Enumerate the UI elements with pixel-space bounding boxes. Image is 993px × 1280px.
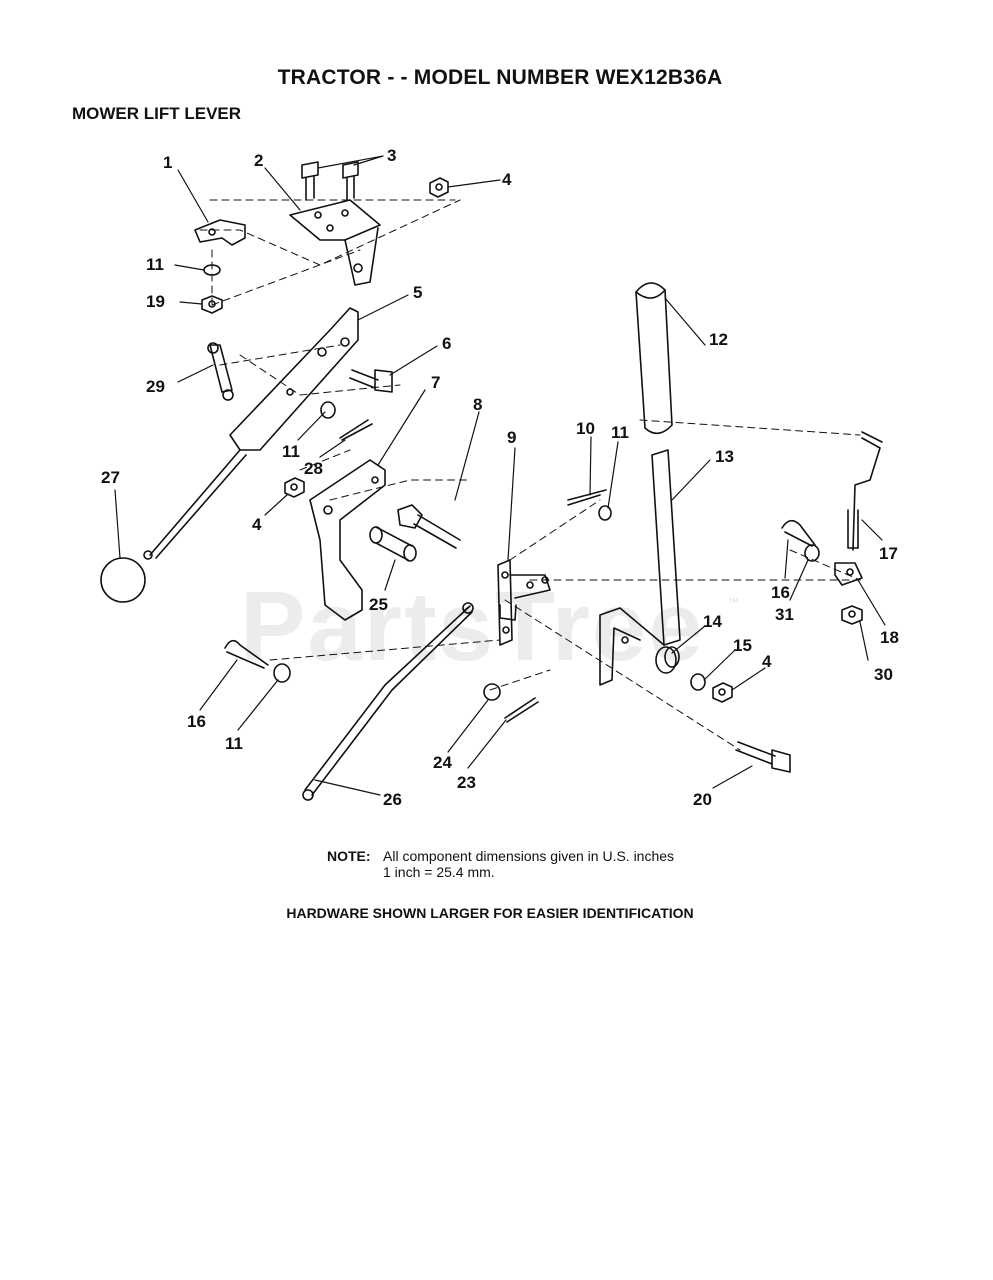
note-line-2: 1 inch = 25.4 mm. [383, 864, 495, 880]
part-27-knob [100, 557, 146, 603]
part-16-hairpin-lower [224, 639, 269, 669]
callout-label: 9 [507, 428, 516, 447]
hardware-note: HARDWARE SHOWN LARGER FOR EASIER IDENTIF… [286, 905, 694, 921]
callout-label: 20 [693, 790, 712, 809]
dimensions-note: NOTE: All component dimensions given in U… [327, 848, 674, 880]
part-6-bolt [349, 369, 393, 393]
page-title: TRACTOR - - MODEL NUMBER WEX12B36A [277, 66, 723, 89]
part-13-lever [599, 449, 681, 686]
part-14-bushing [655, 646, 680, 674]
part-3-bolts [301, 161, 359, 201]
part-7-plate [309, 459, 386, 621]
callout-label: 27 [101, 468, 120, 487]
callout-label: 17 [879, 544, 898, 563]
note-line-1: All component dimensions given in U.S. i… [383, 848, 675, 864]
callout-label: 15 [733, 636, 752, 655]
callout-label: 30 [874, 665, 893, 684]
callout-label: 26 [383, 790, 402, 809]
part-28-pin [339, 419, 373, 441]
callout-label: 4 [502, 170, 512, 189]
part-15-washer [690, 673, 706, 691]
part-8-bolt [397, 504, 461, 549]
part-11-washer-right [598, 505, 612, 521]
part-31-washer [804, 544, 820, 562]
part-18-ferrule [834, 562, 863, 586]
part-26-rod [302, 602, 474, 801]
assembly-dashed-lines [199, 199, 861, 751]
callout-label: 23 [457, 773, 476, 792]
callout-label: 11 [282, 442, 300, 461]
callout-label: 8 [473, 395, 482, 414]
watermark: PartsTree [240, 571, 705, 681]
exploded-parts-diagram: 1 2 3 4 11 19 5 29 6 12 7 8 10 11 9 13 2… [100, 146, 899, 809]
part-11-washer-lower [273, 663, 291, 683]
part-25-spacer [369, 526, 417, 562]
part-11-washer-mid [320, 401, 336, 419]
callout-label: 29 [146, 377, 165, 396]
callout-label: 1 [163, 153, 172, 172]
watermark-trademark: ™ [728, 597, 739, 609]
callout-label: 13 [715, 447, 734, 466]
callout-label: 18 [880, 628, 899, 647]
part-16-hairpin-upper [781, 519, 816, 547]
callout-label: 11 [225, 734, 243, 753]
callout-label: 24 [433, 753, 452, 772]
part-1-clip [194, 219, 246, 246]
callout-label: 5 [413, 283, 422, 302]
part-5-lift-arm [143, 307, 359, 560]
part-24-washer [483, 683, 501, 701]
callout-label: 12 [709, 330, 728, 349]
part-29-link [207, 342, 234, 401]
part-23-pin [504, 697, 539, 723]
part-12-grip [635, 282, 673, 435]
callout-label: 3 [387, 146, 396, 165]
callout-label: 4 [252, 515, 262, 534]
leader-lines [114, 155, 886, 796]
part-4-nut-right [712, 682, 733, 703]
callout-label: 2 [254, 151, 263, 170]
part-9-bracket [497, 559, 551, 646]
callout-label: 28 [304, 459, 323, 478]
callout-label: 10 [576, 419, 595, 438]
callout-label: 16 [187, 712, 206, 731]
part-30-nut [841, 605, 863, 625]
part-10-cotter-pin [567, 489, 607, 506]
part-4-nut-upper [429, 177, 449, 198]
note-label: NOTE: [327, 848, 371, 864]
callout-label: 4 [762, 652, 772, 671]
part-20-bolt [735, 741, 791, 773]
part-19-nut [201, 295, 223, 314]
part-2-bracket [289, 199, 381, 286]
part-17-rod [847, 431, 883, 551]
callout-label: 7 [431, 373, 440, 392]
callout-label: 11 [146, 255, 164, 274]
callout-label: 25 [369, 595, 388, 614]
callout-label: 19 [146, 292, 165, 311]
callout-label: 11 [611, 423, 629, 442]
section-title: MOWER LIFT LEVER [72, 104, 242, 123]
callout-label: 31 [775, 605, 794, 624]
callout-label: 16 [771, 583, 790, 602]
callout-label: 14 [703, 612, 722, 631]
callout-label: 6 [442, 334, 451, 353]
part-4-nut-mid [284, 477, 305, 498]
callout-labels: 1 2 3 4 11 19 5 29 6 12 7 8 10 11 9 13 2… [101, 146, 899, 809]
